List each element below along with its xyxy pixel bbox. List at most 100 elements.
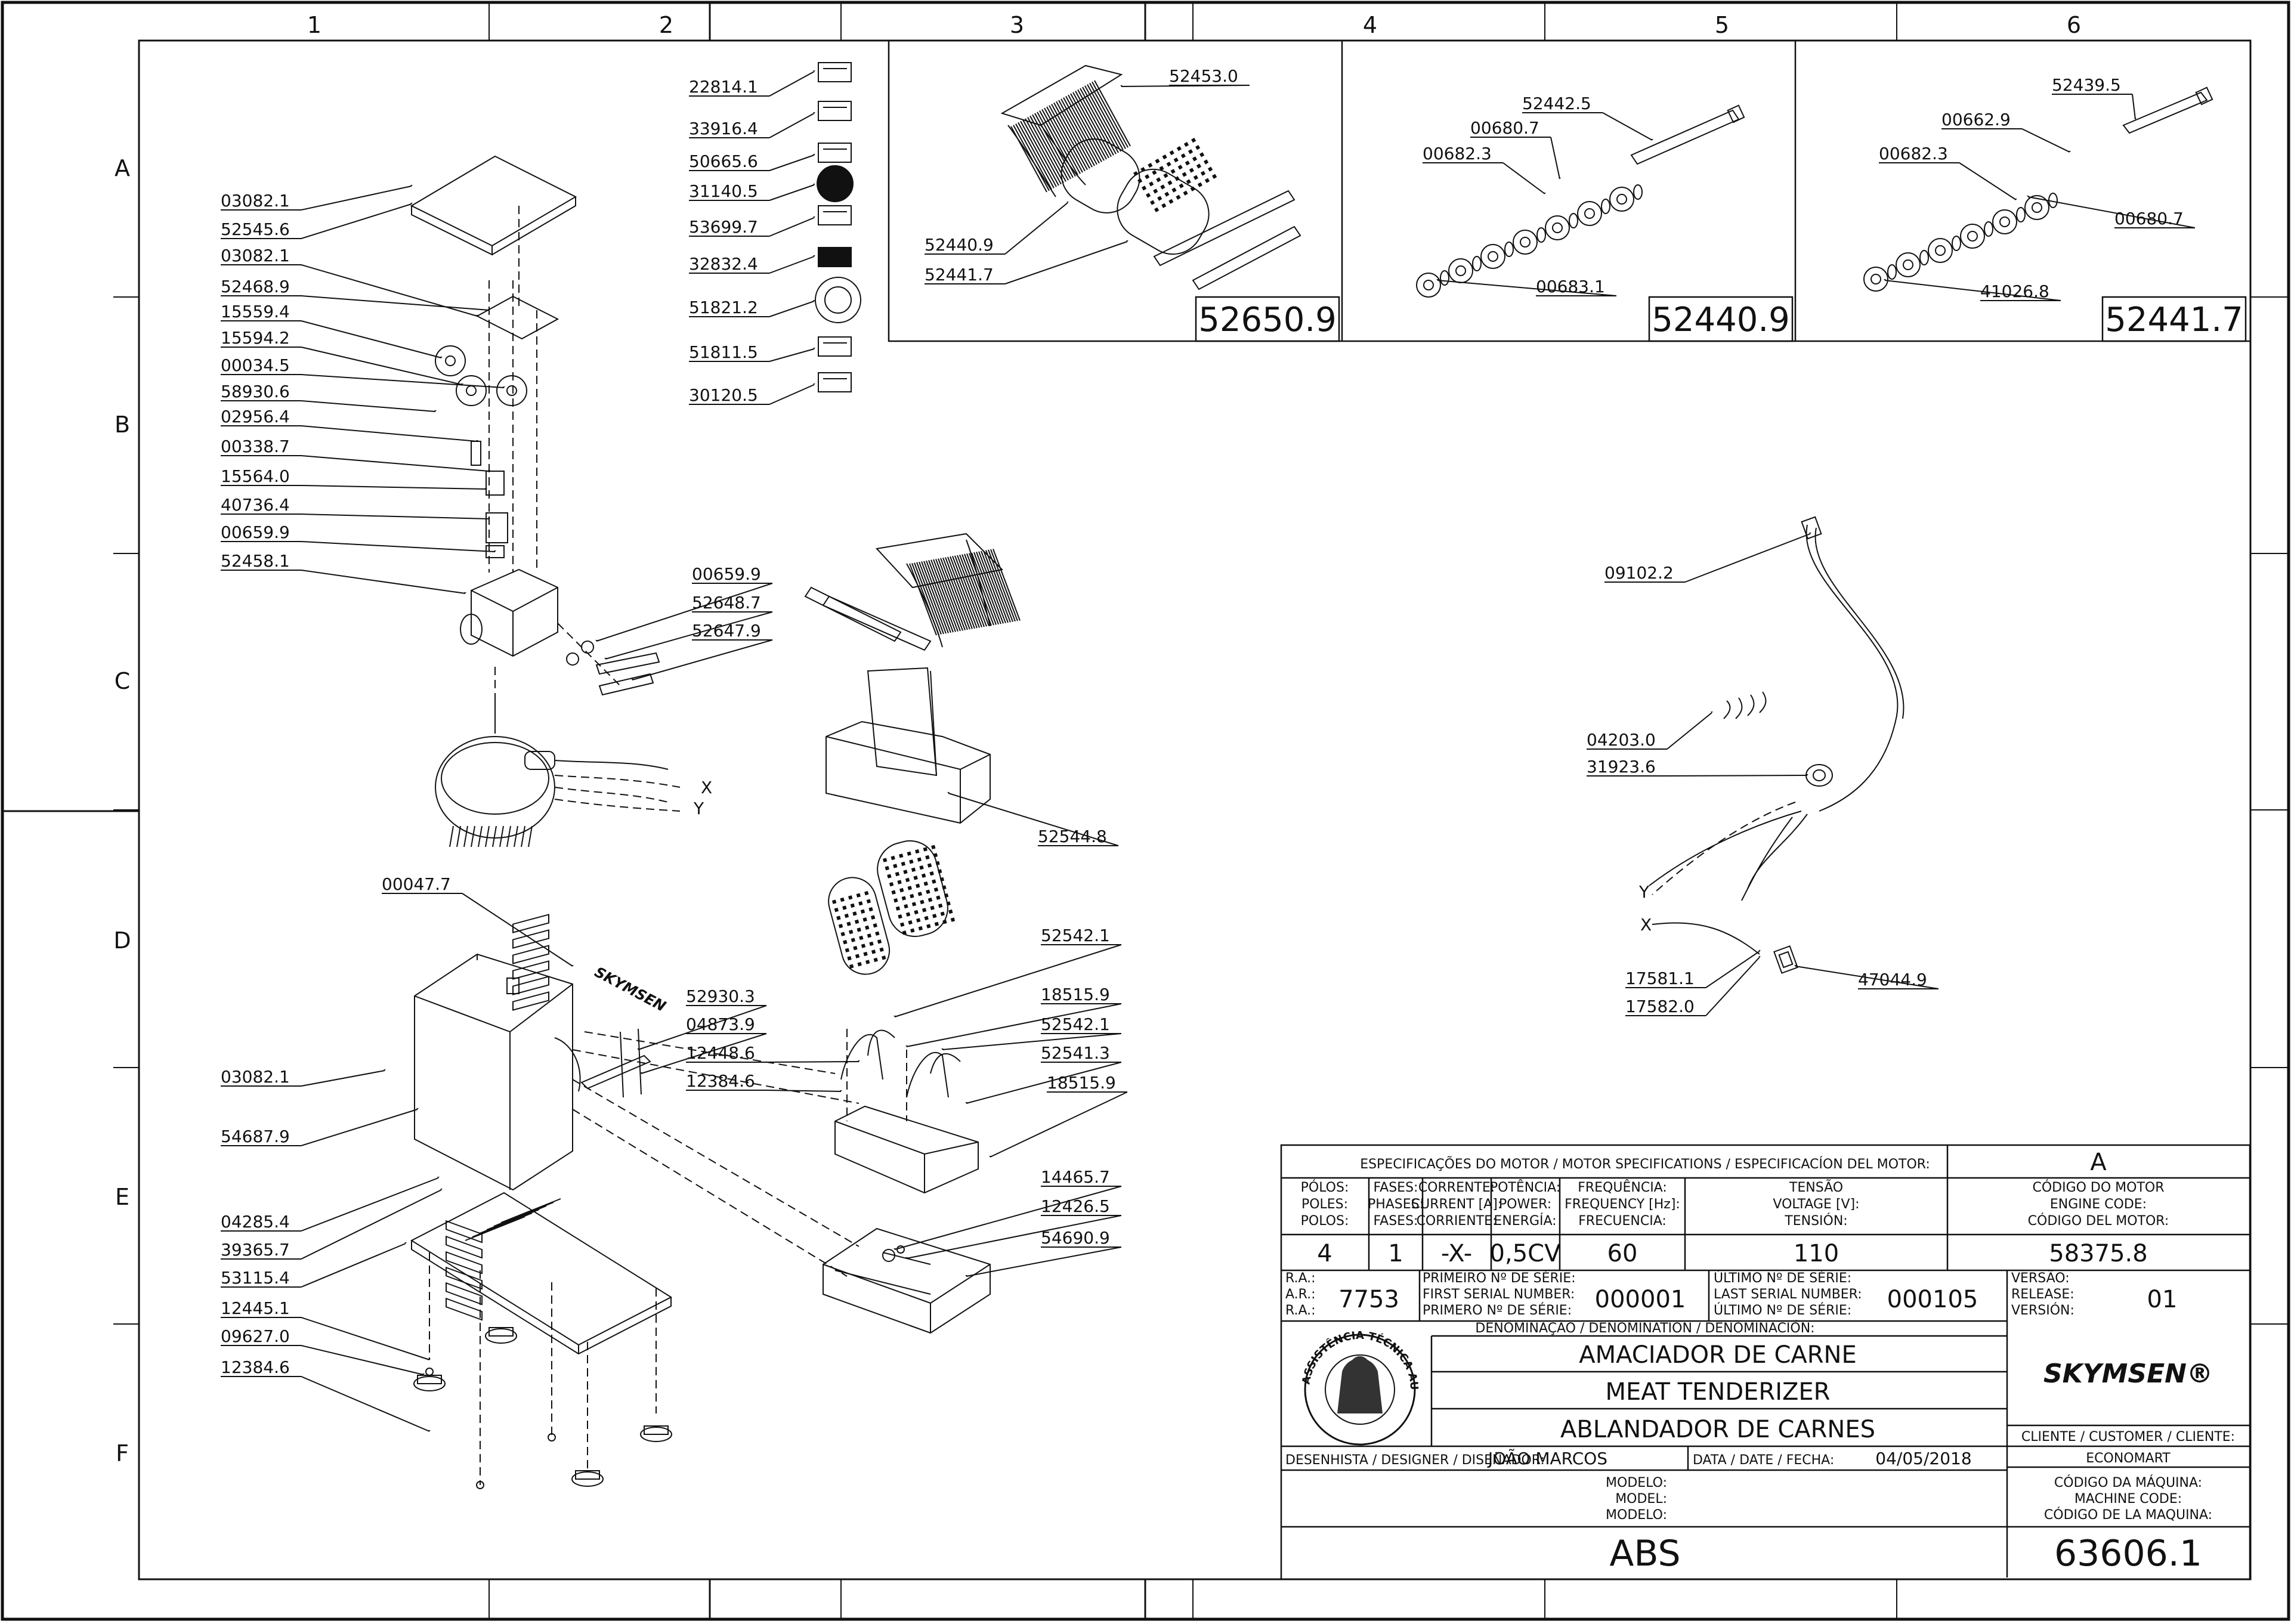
motor-col-6-l2: ENGINE CODE:: [2050, 1197, 2147, 1212]
left-part-1-leader: [301, 203, 412, 239]
lower-left-part-8: 12384.6: [221, 1357, 290, 1377]
designer-label: DESENHISTA / DESIGNER / DISEÑADOR:: [1285, 1452, 1545, 1468]
motor-col-1-l3: FASES:: [1374, 1214, 1418, 1229]
sticker-part-3-leader: [769, 184, 815, 201]
motor-col-5-l2: VOLTAGE [V]:: [1773, 1197, 1859, 1212]
left-part-4: 15559.4: [221, 302, 290, 321]
bracket-tray-drawing: [823, 1029, 991, 1334]
motor-wire-y: Y: [693, 799, 704, 818]
motor-col-0-l3: POLOS:: [1301, 1214, 1349, 1229]
left-part-11-leader: [301, 514, 490, 519]
elec-wire-y: Y: [1638, 882, 1650, 902]
ra-label-en: A.R.:: [1285, 1287, 1316, 1302]
detail-a-part-1-leader: [1004, 202, 1068, 255]
motor-col-3-value: 0,5CV: [1490, 1240, 1562, 1267]
model-label-en: MODEL:: [1615, 1492, 1667, 1507]
detail-b-part-1: 00680.7: [1470, 118, 1539, 138]
detail-a-part-0-leader: [1121, 85, 1250, 87]
denomination-label: DENOMINAÇÃO / DENOMINATION / DENOMINACIÓ…: [1475, 1320, 1814, 1336]
lower-left-part-1: 03082.1: [221, 1067, 290, 1087]
last-serial-label-es: ÚLTIMO Nº DE SÉRIE:: [1714, 1303, 1851, 1318]
lower-mid-part-3: 12384.6: [686, 1071, 755, 1091]
detail-b-part-3-leader: [1437, 280, 1617, 296]
elec-part-5-leader: [1795, 966, 1939, 989]
zone-col-5: 5: [1715, 12, 1729, 38]
sticker-part-7: 51811.5: [689, 342, 758, 362]
left-part-13: 52458.1: [221, 551, 290, 571]
electrical-drawing: [1649, 516, 1904, 974]
lower-mid-part-7: 52541.3: [1041, 1043, 1110, 1063]
detail-b-ref: 52440.9: [1652, 301, 1790, 339]
detail-b-part-2-leader: [1502, 162, 1545, 194]
version-label-pt: VERSÃO:: [2011, 1270, 2070, 1286]
detail-a-part-1: 52440.9: [925, 235, 994, 255]
mid-part-1-leader: [605, 611, 773, 660]
motor-col-1-l2: PHASES:: [1368, 1197, 1424, 1212]
zone-col-3: 3: [1010, 12, 1024, 38]
elec-part-2-leader: [1667, 775, 1808, 777]
model-value: ABS: [1609, 1533, 1680, 1574]
zone-row-f: F: [116, 1440, 129, 1467]
motor-col-5-l1: TENSÃO: [1789, 1179, 1843, 1195]
lower-mid-part-0: 52930.3: [686, 986, 755, 1006]
sticker-part-1-leader: [769, 113, 815, 138]
mid-part-2-leader: [632, 639, 773, 680]
lower-left-part-8-leader: [301, 1376, 430, 1432]
motor-col-5-value: 110: [1794, 1240, 1839, 1267]
first-serial-value: 000001: [1595, 1286, 1686, 1313]
zone-ticks: [113, 2, 2289, 1619]
detail-c-part-0-leader: [2132, 94, 2136, 120]
motor-col-2-l3: CORRIENTE:: [1417, 1214, 1497, 1229]
lower-mid-part-6-leader: [942, 1033, 1122, 1050]
first-serial-label-en: FIRST SERIAL NUMBER:: [1423, 1287, 1575, 1302]
version-label-en: RELEASE:: [2011, 1287, 2074, 1302]
detail-a-part-2-leader: [1004, 241, 1128, 284]
sticker-part-2-leader: [769, 154, 815, 171]
motor-col-4-l3: FRECUENCIA:: [1578, 1214, 1667, 1229]
motor-col-2-value: -X-: [1441, 1240, 1472, 1267]
motor-wire-x: X: [701, 778, 712, 797]
detail-c-part-3: 00680.7: [2114, 209, 2184, 228]
housing-drawing: [410, 914, 859, 1489]
left-part-1: 52545.6: [221, 219, 290, 239]
lower-left-part-2: 54687.9: [221, 1127, 290, 1146]
client-value: ECONOMART: [2086, 1451, 2171, 1466]
motor-col-2-l2: CURRENT [A]:: [1411, 1197, 1502, 1212]
zone-col-2: 2: [659, 12, 673, 38]
lower-mid-part-5: 18515.9: [1041, 985, 1110, 1004]
lower-left-part-1-leader: [301, 1070, 385, 1087]
lower-left-part-0: 00047.7: [382, 874, 451, 894]
left-part-9-leader: [301, 455, 490, 472]
lower-mid-part-10-leader: [906, 1215, 1122, 1259]
motor-col-2-l1: CORRENTE:: [1418, 1180, 1495, 1195]
motor-col-1-l1: FASES:: [1374, 1180, 1418, 1195]
detail-a-part-2: 52441.7: [925, 265, 994, 284]
ra-label-pt: R.A.:: [1285, 1271, 1316, 1286]
motor-col-4-value: 60: [1607, 1240, 1638, 1267]
designer-value: JOÃO MARCOS: [1487, 1449, 1607, 1468]
lower-left-part-7-leader: [301, 1345, 424, 1375]
motor-col-6-value: 58375.8: [2049, 1240, 2147, 1267]
sticker-part-4-leader: [769, 217, 815, 237]
detail-c-part-4-leader: [1884, 280, 2061, 301]
lower-left-part-3: 04285.4: [221, 1212, 290, 1232]
left-part-7: 58930.6: [221, 382, 290, 401]
left-part-5: 15594.2: [221, 328, 290, 348]
detail-c-part-2-leader: [1959, 162, 2017, 200]
date-label: DATA / DATE / FECHA:: [1693, 1453, 1834, 1468]
detail-c-ref: 52441.7: [2105, 301, 2243, 339]
motor-col-0-value: 4: [1317, 1240, 1332, 1267]
lower-mid-part-4: 52542.1: [1041, 926, 1110, 945]
gear-assembly-drawing: [410, 155, 660, 728]
label-stickers: [815, 62, 861, 392]
detail-a-ref: 52650.9: [1198, 301, 1337, 339]
left-part-6-leader: [301, 374, 505, 388]
lower-mid-part-8-leader: [990, 1091, 1128, 1158]
name-es: ABLANDADOR DE CARNES: [1560, 1416, 1875, 1443]
zone-row-d: D: [113, 927, 131, 954]
version-value: 01: [2147, 1286, 2178, 1313]
left-part-4-leader: [301, 320, 442, 358]
